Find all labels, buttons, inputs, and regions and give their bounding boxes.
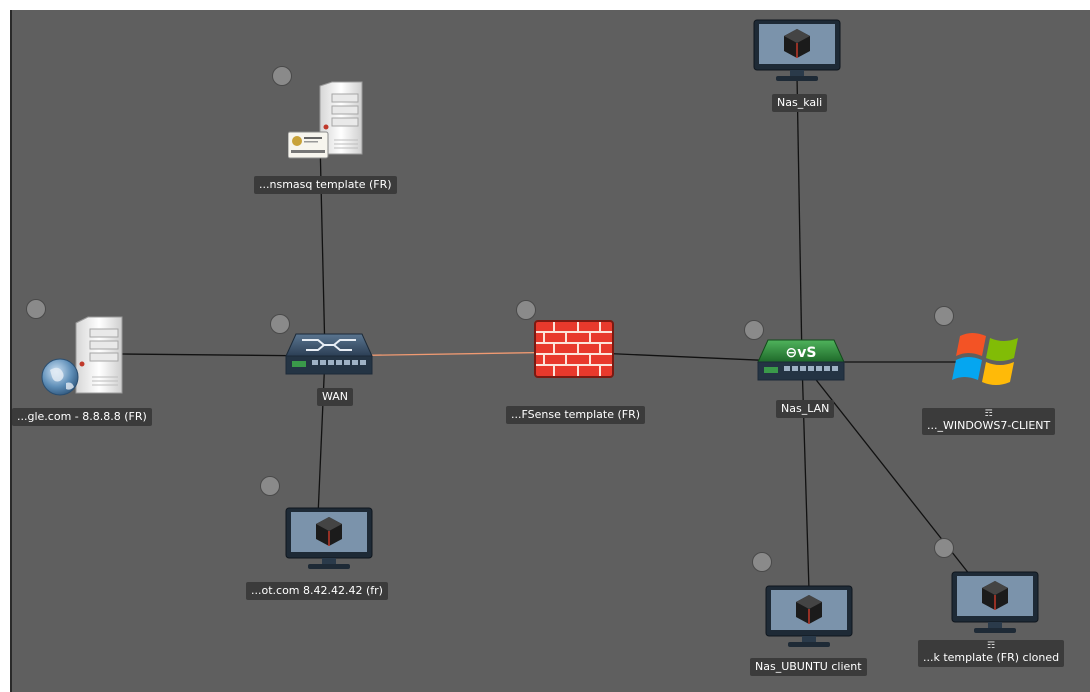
node-label: ☶ ..._WINDOWS7-CLIENT xyxy=(922,408,1056,435)
status-indicator xyxy=(260,476,280,496)
node-win7[interactable]: ☶ ..._WINDOWS7-CLIENT xyxy=(920,302,1080,442)
node-label: ...ot.com 8.42.42.42 (fr) xyxy=(246,582,388,600)
node-cloned[interactable]: ☶ ...k template (FR) cloned xyxy=(918,534,1078,692)
node-kali[interactable]: Nas_kali xyxy=(732,10,872,120)
node-label: Nas_LAN xyxy=(776,400,835,418)
topology-canvas[interactable]: ...nsmasq template (FR) xyxy=(10,10,1090,692)
node-label: Nas_UBUNTU client xyxy=(750,658,867,676)
vm-monitor-icon xyxy=(285,507,373,569)
status-indicator xyxy=(26,299,46,319)
vm-monitor-icon xyxy=(951,571,1039,633)
node-wan[interactable]: WAN xyxy=(270,310,390,415)
link-wan-otcom[interactable] xyxy=(317,355,326,517)
node-label: Nas_kali xyxy=(772,94,828,112)
node-label: ...gle.com - 8.8.8.8 (FR) xyxy=(12,408,152,426)
machine-marker-icon: ☶ xyxy=(984,409,993,419)
link-kali-nas_lan[interactable] xyxy=(796,75,803,363)
node-dnsmasq[interactable]: ...nsmasq template (FR) xyxy=(254,62,410,197)
status-indicator xyxy=(272,66,292,86)
node-label: ☶ ...k template (FR) cloned xyxy=(918,640,1065,667)
status-indicator xyxy=(270,314,290,334)
status-indicator xyxy=(744,320,764,340)
node-label: ...FSense template (FR) xyxy=(506,406,646,424)
node-label: ...nsmasq template (FR) xyxy=(254,176,397,194)
node-label: WAN xyxy=(317,388,354,406)
ovs-badge: ⊖vS xyxy=(786,345,817,361)
status-indicator xyxy=(934,538,954,558)
firewall-icon xyxy=(534,320,614,378)
ethernet-switch-icon xyxy=(285,333,373,375)
open-vswitch-icon: ⊖vS xyxy=(757,339,845,381)
vm-monitor-icon xyxy=(765,585,853,647)
status-indicator xyxy=(516,300,536,320)
node-ubuntu[interactable]: Nas_UBUNTU client xyxy=(734,550,884,692)
machine-marker-icon: ☶ xyxy=(987,641,996,651)
status-indicator xyxy=(752,552,772,572)
vm-monitor-icon xyxy=(753,19,841,81)
node-google[interactable]: ...gle.com - 8.8.8.8 (FR) xyxy=(12,295,172,430)
node-pfsense[interactable]: ...FSense template (FR) xyxy=(502,296,652,426)
windows-logo-icon xyxy=(952,333,1018,385)
node-nas-lan[interactable]: ⊖vS Nas_LAN xyxy=(738,316,858,428)
server-with-id-card-icon xyxy=(288,81,363,159)
web-server-icon xyxy=(41,316,123,396)
node-otcom[interactable]: ...ot.com 8.42.42.42 (fr) xyxy=(246,472,416,612)
status-indicator xyxy=(934,306,954,326)
